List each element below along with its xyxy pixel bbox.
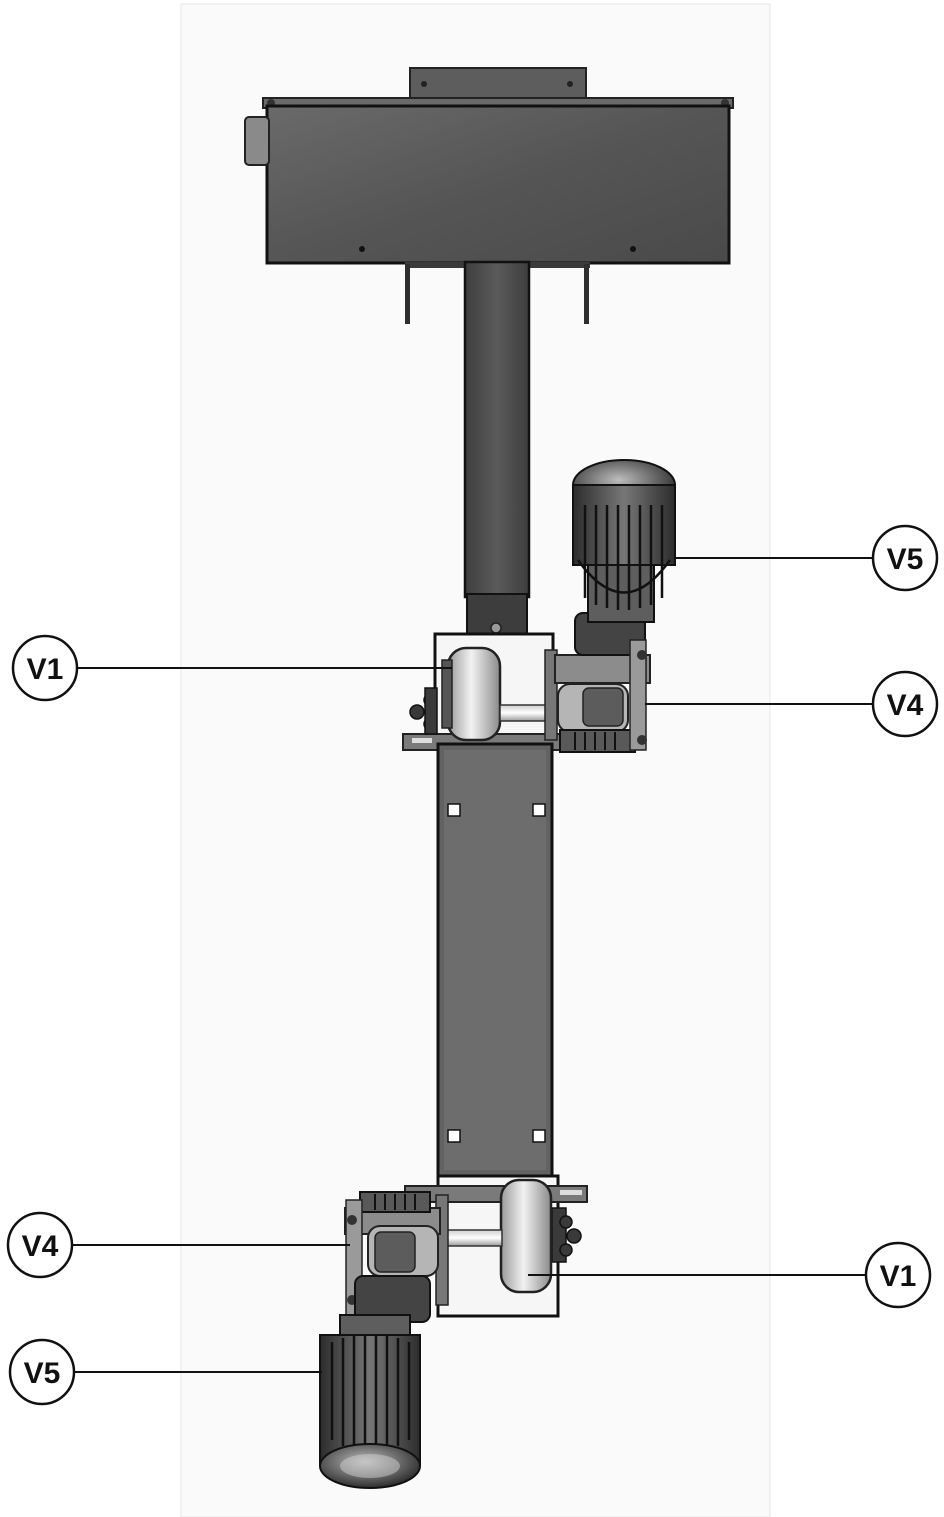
callout-v5-bottom: V5 bbox=[8, 1338, 322, 1406]
motor-bottom bbox=[319, 1314, 421, 1489]
callout-v1-bottom: V1 bbox=[528, 1241, 932, 1309]
bottom-drive-head bbox=[319, 1174, 588, 1489]
callout-v4-top: V4 bbox=[645, 670, 939, 738]
callout-v5-top-label: V5 bbox=[887, 543, 924, 576]
callout-v4-top-label: V4 bbox=[887, 689, 924, 722]
support-column bbox=[463, 260, 531, 635]
gearbox-top bbox=[554, 612, 651, 753]
top-drive-head bbox=[402, 459, 676, 753]
callout-v4-bottom-label: V4 bbox=[22, 1230, 59, 1263]
motor-top bbox=[572, 459, 676, 623]
callout-v5-top: V5 bbox=[675, 524, 939, 592]
callout-v1-top: V1 bbox=[11, 634, 452, 702]
control-box bbox=[244, 67, 734, 324]
drive-pulley-top bbox=[446, 646, 502, 742]
callout-v4-bottom: V4 bbox=[6, 1211, 350, 1279]
callout-v5-bottom-label: V5 bbox=[24, 1357, 61, 1390]
callout-v1-bottom-label: V1 bbox=[880, 1260, 917, 1293]
conveyor-body bbox=[436, 742, 554, 1178]
gearbox-bottom bbox=[344, 1191, 441, 1323]
callout-v1-top-label: V1 bbox=[27, 653, 64, 686]
